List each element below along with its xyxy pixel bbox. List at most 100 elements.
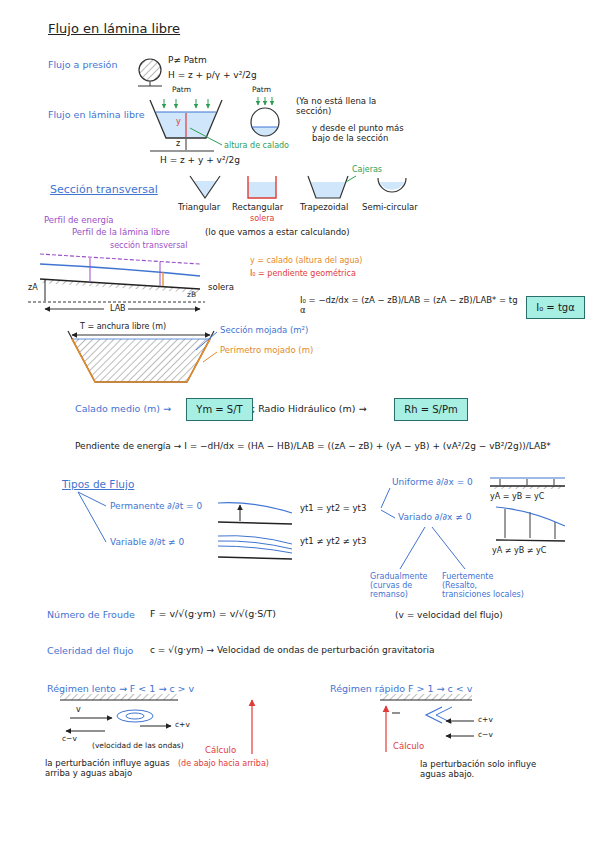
pressure-arrow [258,97,259,105]
depth-line [527,479,528,485]
channel-section [150,100,222,138]
note-text: Sección mojada (m²) [220,326,308,336]
note-text: (lo que vamos a estar calculando) [205,228,350,238]
full-pipe [139,59,161,81]
note-text: solera [250,214,274,223]
depth-marks [500,479,555,539]
depth-line [505,509,506,538]
note-text: Calado medio (m) → [75,404,171,415]
note-text: c−v [62,735,77,744]
depth-line [162,272,163,286]
pressure-arrow [196,99,197,108]
note-text: LAB [110,304,126,313]
note-text: Fuertemente (Resalto, transiciones local… [442,572,526,600]
calculation-arrow [385,706,386,752]
rectangular-section [248,176,276,198]
elevation-line [186,139,187,150]
triangular-section [190,176,220,198]
note-text: Cajeras [352,165,382,174]
note-text: yt1 = yt2 = yt3 [300,504,366,514]
trapezoidal-section [308,176,348,198]
note-text: T = anchura libre (m) [80,322,166,331]
note-text: P≠ Patm [168,55,207,65]
section-water [311,182,345,198]
channel-bed [490,485,565,486]
leader-line [203,352,217,362]
pressure-arrow [164,99,165,108]
note-text: c−v [478,731,493,740]
note-text: solera [208,283,234,293]
flow-mark [392,713,400,714]
branch-line [381,488,390,508]
wave-arrow [66,731,105,732]
width-dimension [72,335,210,336]
note-text: Cálculo [205,746,236,756]
note-text: yA ≠ yB ≠ yC [492,546,546,555]
note-text: Celeridad del flujo [47,646,133,657]
channel-section [68,331,214,382]
note-text: yt1 ≠ yt2 ≠ yt3 [300,537,366,547]
note-text: Flujo a presión [48,60,117,71]
depth-line [500,479,501,485]
depth-line [554,479,555,485]
free-surface [218,503,292,513]
wall-line [380,700,472,701]
wall-hatch [380,694,472,700]
note-text: I₀ = pendiente geométrica [250,269,356,278]
note-text: zA [28,283,38,292]
note-text: Régimen rápido F > 1 → c < v [330,684,472,695]
formula-text: Ym = S/T [196,404,242,416]
branch-line [432,527,465,569]
note-text: Perfil de la lámina libre [72,228,170,238]
datum-line [28,302,205,303]
tree-lines [78,488,465,569]
datum-line [150,151,214,152]
wave-arrow [446,736,474,737]
atmospheric-arrows [164,97,272,108]
channel-bed [496,540,565,541]
free-surface [496,507,565,526]
note-text: Cálculo [393,742,424,752]
note-text: (de abajo hacia arriba) [178,759,269,768]
note-text: v [76,705,81,714]
pipe-water [252,127,278,136]
depth-line [185,113,186,137]
note-text: (v = velocidad del flujo) [395,610,503,620]
bed-hatch [490,486,565,489]
note-text: sección transversal [110,241,187,250]
pressure-arrow [208,99,209,108]
water-surface [156,111,216,112]
water-surface [252,127,278,128]
note-text: Variable ∂/∂t ≠ 0 [110,537,184,547]
note-text: y [176,117,181,126]
note-text: Triangular [178,203,220,213]
bed-hatch [40,279,200,293]
wave-arrow [140,726,171,727]
branch-line [381,510,395,518]
note-text: Semi-circular [362,203,418,213]
note-text: Perfil de energía [44,216,113,226]
note-text: Patm [252,86,271,95]
datum-line [138,86,162,87]
branch-line [78,492,106,542]
disturbance-wave [117,710,153,722]
note-text: Variado ∂/∂x ≠ 0 [398,512,471,522]
free-surface [218,546,292,553]
note-text: ; Radio Hidráulico (m) → [252,404,366,415]
note-text: Tipos de Flujo [62,478,134,490]
page-title: Flujo en lámina libre [48,22,180,37]
note-text: Gradualmente (curvas de remanso) [370,572,434,600]
leader-line [190,128,222,145]
formula-box: Rh = S/Pm [394,398,468,421]
note-text: Sección transversal [50,184,158,197]
note-text: F = v/√(g·ym) = v/√(g·S/T) [150,609,276,620]
formula-box: I₀ = tgα [526,296,585,319]
note-text: (velocidad de las ondas) [92,742,184,751]
pressure-arrow [272,97,273,105]
note-text: H = z + y + v²/2g [160,155,240,165]
leader-line [196,332,217,350]
note-text: Rectangular [232,203,283,213]
section-line [160,262,161,286]
